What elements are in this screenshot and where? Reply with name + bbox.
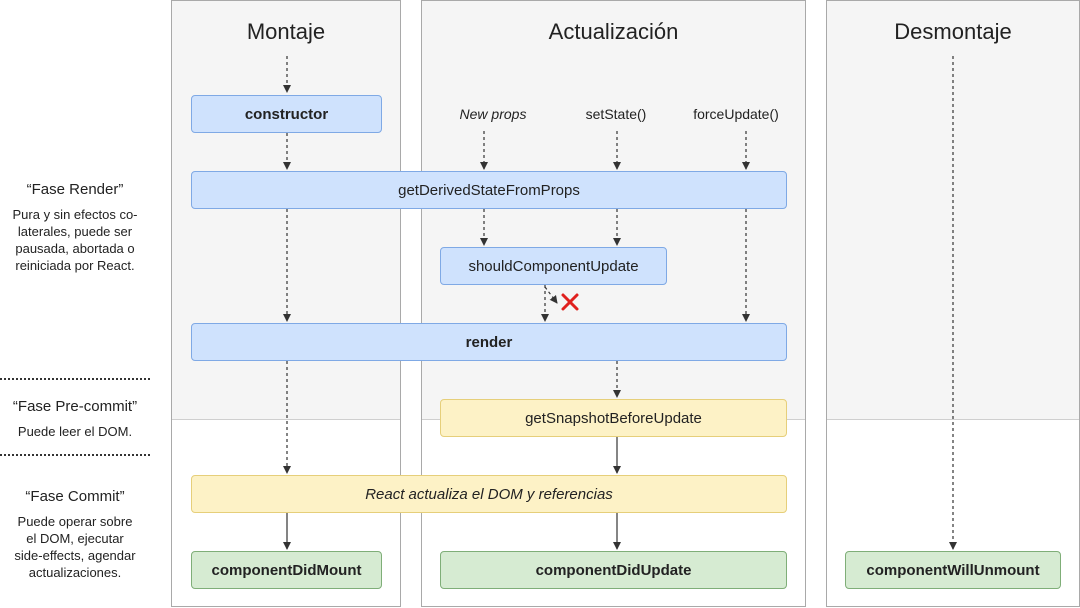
get-derived-state-from-props-label: getDerivedStateFromProps [398,181,580,199]
mounting-title: Montaje [246,19,326,44]
phase-divider [172,419,400,420]
component-will-unmount-box: componentWillUnmount [845,551,1061,589]
phase-precommit-description: Puede leer el DOM. [17,424,133,439]
constructor-box: constructor [191,95,382,133]
should-component-update-box: shouldComponentUpdate [440,247,667,285]
should-component-update-label: shouldComponentUpdate [468,257,639,275]
component-did-mount-box: componentDidMount [191,551,382,589]
render-label: render [465,333,513,351]
get-snapshot-before-update-label: getSnapshotBeforeUpdate [525,409,702,427]
phase-commit-label: “Fase Commit” Puede operar sobre el DOM,… [0,488,150,581]
phase-separator-1 [0,378,150,380]
component-did-mount-label: componentDidMount [211,561,362,579]
phase-render-description: Pura y sin efectos co-laterales, puede s… [12,207,138,273]
get-derived-state-from-props-box: getDerivedStateFromProps [191,171,787,209]
component-will-unmount-label: componentWillUnmount [866,561,1040,579]
render-box: render [191,323,787,361]
phase-precommit-title: “Fase Pre-commit” [12,398,138,415]
constructor-label: constructor [244,105,329,123]
phase-commit-description: Puede operar sobre el DOM, ejecutar side… [14,514,136,580]
phase-separator-2 [0,454,150,456]
trigger-set-state: setState() [585,106,647,122]
unmounting-title: Desmontaje [894,19,1012,44]
phase-render-title: “Fase Render” [26,181,124,198]
component-did-update-box: componentDidUpdate [440,551,787,589]
trigger-force-update: forceUpdate() [693,106,779,122]
phase-divider [827,419,1079,420]
arrow-scu-cancel [544,286,558,304]
phase-render-label: “Fase Render” Pura y sin efectos co-late… [0,181,150,274]
cancel-x-icon [561,293,579,311]
updating-title: Actualización [548,19,679,44]
phase-commit-title: “Fase Commit” [25,488,125,505]
trigger-new-props: New props [459,106,527,122]
phase-precommit-label: “Fase Pre-commit” Puede leer el DOM. [0,398,150,440]
react-updates-dom-box: React actualiza el DOM y referencias [191,475,787,513]
component-did-update-label: componentDidUpdate [535,561,692,579]
react-updates-dom-label: React actualiza el DOM y referencias [365,485,613,503]
get-snapshot-before-update-box: getSnapshotBeforeUpdate [440,399,787,437]
